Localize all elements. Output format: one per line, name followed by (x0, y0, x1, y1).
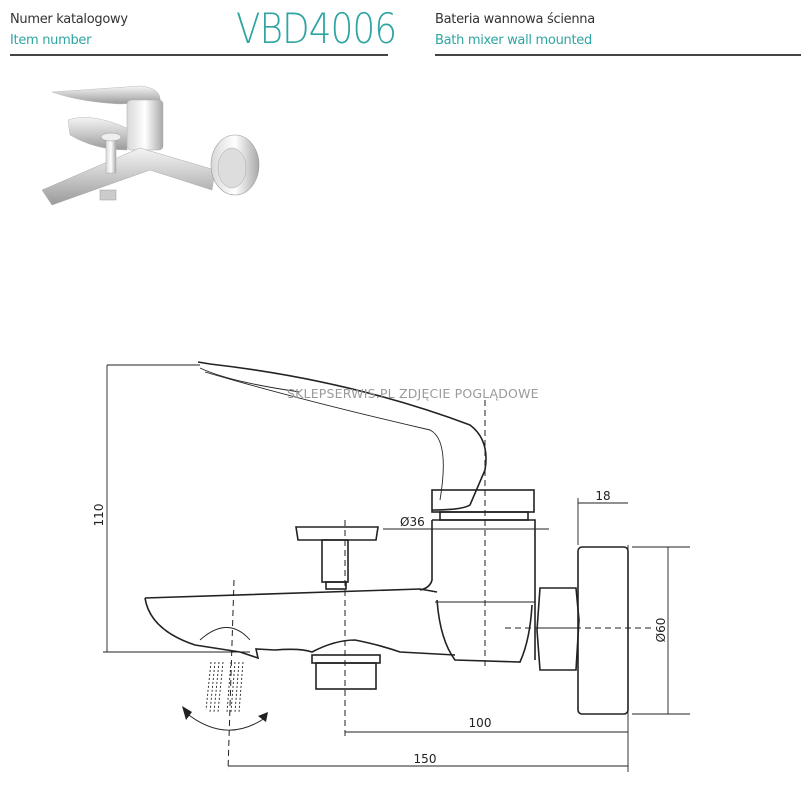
dim-cartridge-diameter: Ø36 (400, 515, 425, 529)
dimension-lines (103, 364, 690, 772)
dim-flange-depth: 18 (595, 489, 610, 503)
item-code: VBD4006 (236, 4, 397, 53)
lever-outline (197, 361, 487, 511)
centerline (227, 579, 235, 771)
diverter-stem (321, 539, 349, 583)
product-name-en: Bath mixer wall mounted (435, 33, 592, 48)
spout-curve (199, 627, 251, 641)
cartridge-ring (439, 511, 529, 521)
product-name-pl: Bateria wannowa ścienna (435, 12, 595, 27)
watermark: SKLEPSERWIS.PL ZDJĘCIE POGLĄDOWE (287, 386, 539, 401)
water-spray (205, 661, 244, 713)
cartridge-cap (431, 489, 535, 513)
outlet-ring (311, 654, 381, 664)
dim-diverter-to-wall: 100 (469, 716, 492, 730)
dim-height: 110 (92, 504, 106, 527)
swivel-arrow-icon (184, 711, 266, 731)
header-divider-right (435, 54, 801, 56)
catalog-label-pl: Numer katalogowy (10, 12, 128, 27)
dim-flange-diameter: Ø60 (654, 618, 668, 643)
diverter-knob (295, 526, 379, 541)
wall-flange (577, 546, 629, 715)
spout-bottom (144, 597, 456, 660)
connector-nut (536, 587, 580, 671)
body-bottom (436, 599, 533, 663)
outlet-thread (315, 662, 377, 690)
lever-edge (204, 371, 444, 501)
lever-edge (199, 367, 301, 393)
spout-top (144, 588, 438, 599)
catalog-label-en: Item number (10, 33, 92, 48)
dim-spout-to-wall: 150 (414, 752, 437, 766)
diverter-base (325, 581, 347, 590)
mixer-body (419, 519, 536, 660)
header-divider-left (10, 54, 388, 56)
